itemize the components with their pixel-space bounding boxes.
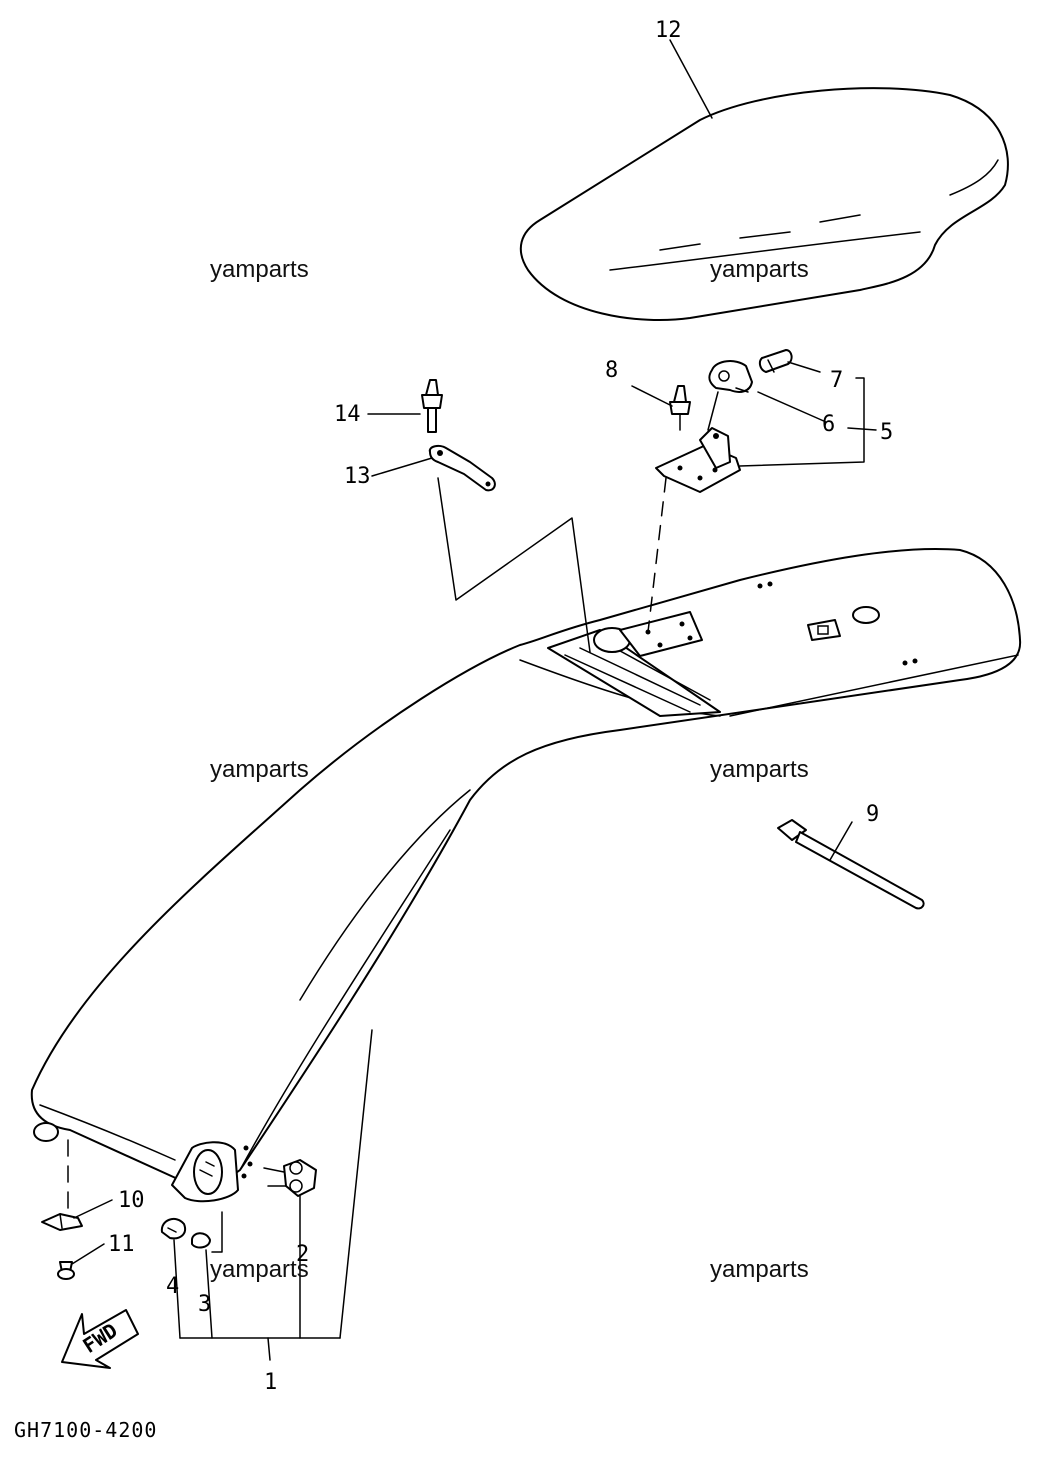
rivet-8 — [669, 385, 691, 431]
watermark: yamparts — [710, 1256, 809, 1283]
watermark: yamparts — [210, 1256, 309, 1283]
callout-4: 4 — [166, 1274, 180, 1299]
callout-14: 14 — [334, 402, 361, 427]
callout-12: 12 — [655, 18, 682, 43]
watermark: yamparts — [710, 256, 809, 283]
callout-10: 10 — [118, 1188, 145, 1213]
leader-lines — [67, 39, 877, 1361]
callout-3: 3 — [198, 1292, 212, 1317]
bolt — [263, 1159, 317, 1197]
callout-11: 11 — [108, 1232, 135, 1257]
rivet-14 — [421, 379, 443, 433]
seat-base — [30, 548, 1022, 1203]
grommet — [160, 1217, 186, 1240]
hinge-bracket — [655, 427, 741, 493]
callout-13: 13 — [344, 464, 371, 489]
cable-tie — [777, 819, 925, 910]
latch-lever — [428, 444, 496, 492]
callout-5: 5 — [880, 420, 894, 445]
callout-7: 7 — [830, 368, 844, 393]
clip — [41, 1213, 83, 1231]
callout-9: 9 — [866, 802, 880, 827]
watermark: yamparts — [210, 256, 309, 283]
collar — [191, 1232, 211, 1249]
callout-6: 6 — [822, 412, 836, 437]
callout-1: 1 — [264, 1370, 278, 1395]
diagram-code: GH7100-4200 — [14, 1418, 158, 1442]
hinge-clamp — [708, 360, 753, 393]
callout-2: 2 — [296, 1242, 310, 1267]
seat-cushion — [519, 87, 1009, 321]
watermark: yamparts — [210, 756, 309, 783]
callout-8: 8 — [605, 358, 619, 383]
screw — [57, 1261, 75, 1280]
fwd-arrow-icon — [61, 1309, 139, 1369]
stop-pin — [758, 349, 793, 373]
watermark: yamparts — [710, 756, 809, 783]
